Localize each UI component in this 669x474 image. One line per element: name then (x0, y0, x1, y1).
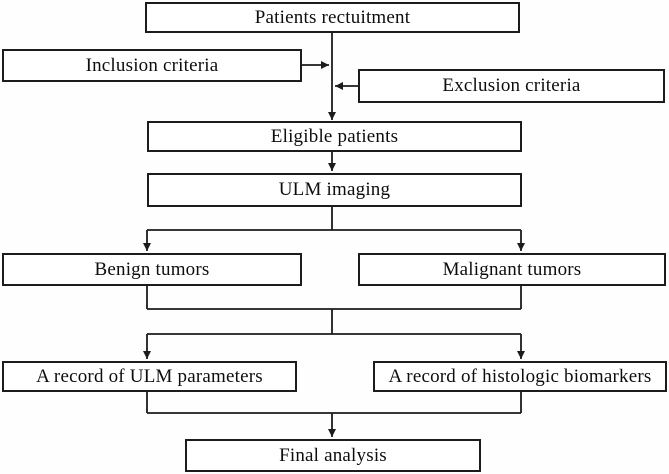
node-final-analysis: Final analysis (185, 439, 481, 472)
converge-records-rail (146, 392, 522, 414)
branch-ulm-rail (147, 207, 521, 231)
converge-tumors-rail (146, 286, 522, 335)
node-record-ulm-parameters: A record of ULM parameters (2, 361, 297, 392)
node-exclusion-criteria: Exclusion criteria (358, 69, 665, 103)
node-malignant-tumors: Malignant tumors (358, 253, 666, 286)
node-inclusion-criteria: Inclusion criteria (2, 49, 302, 82)
node-patients-recruitment: Patients rectuitment (145, 2, 520, 33)
node-benign-tumors: Benign tumors (2, 253, 302, 286)
node-record-histologic-biomarkers: A record of histologic biomarkers (373, 361, 667, 392)
node-eligible-patients: Eligible patients (147, 121, 522, 152)
node-ulm-imaging: ULM imaging (147, 173, 522, 207)
